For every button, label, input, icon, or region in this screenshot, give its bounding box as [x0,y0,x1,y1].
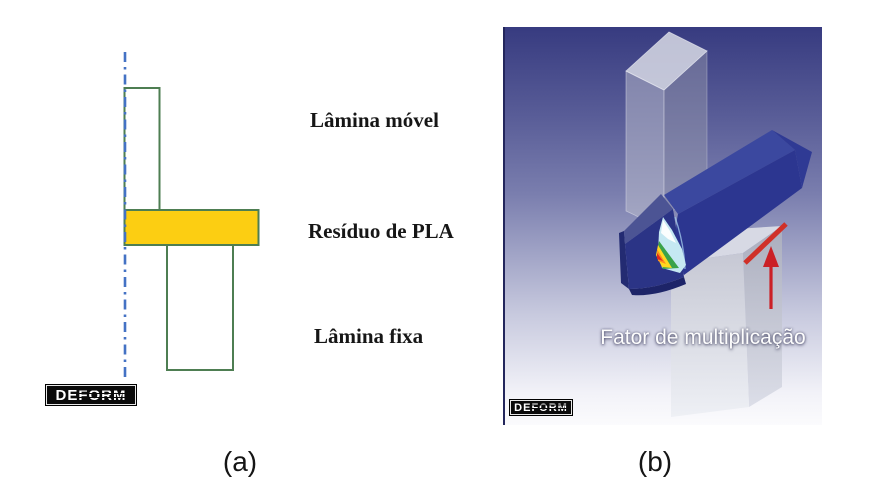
simulation-scene [619,31,812,417]
deform-logo-text: DE [514,401,532,414]
multiplication-factor-line [743,222,788,265]
arrow-head [763,246,779,267]
deform-logo-text: DE [55,386,79,404]
lower-column-front-face [671,253,749,417]
label-pla-residue: Resíduo de PLA [308,219,454,243]
deform-logo-text-striped: FORM [78,386,127,404]
panel-a-schematic: Lâmina móvel Resíduo de PLA Lâmina fixa … [45,52,454,406]
slab-front-face [676,150,802,275]
schematic-drawing [123,52,260,378]
lower-column-right-face [743,226,782,407]
left-block-top-face [624,194,673,244]
label-moving-blade: Lâmina móvel [310,108,439,132]
up-arrow-icon [763,246,779,309]
upper-column-top-face [625,31,708,91]
stress-band-white [661,220,676,243]
caption-panel-b: (b) [637,446,673,477]
stress-band-yellow [656,245,672,268]
deform-logo-text-striped: FORM [531,401,569,414]
stress-contour-patch [656,217,686,273]
pla-residue-shape [123,209,260,246]
fixed-blade-shape [166,244,234,371]
label-multiplication-factor: Fator de multiplicação [600,326,806,349]
moving-blade-shape [123,87,161,211]
label-fixed-blade: Lâmina fixa [314,324,424,348]
stress-band-red [657,253,663,261]
slab-end-face [772,130,812,188]
caption-panel-a: (a) [222,446,258,477]
left-block-bottom-face [629,277,686,296]
slab-top-face [664,130,795,214]
stress-band-orange [657,249,666,264]
left-block-end-face [619,231,629,289]
